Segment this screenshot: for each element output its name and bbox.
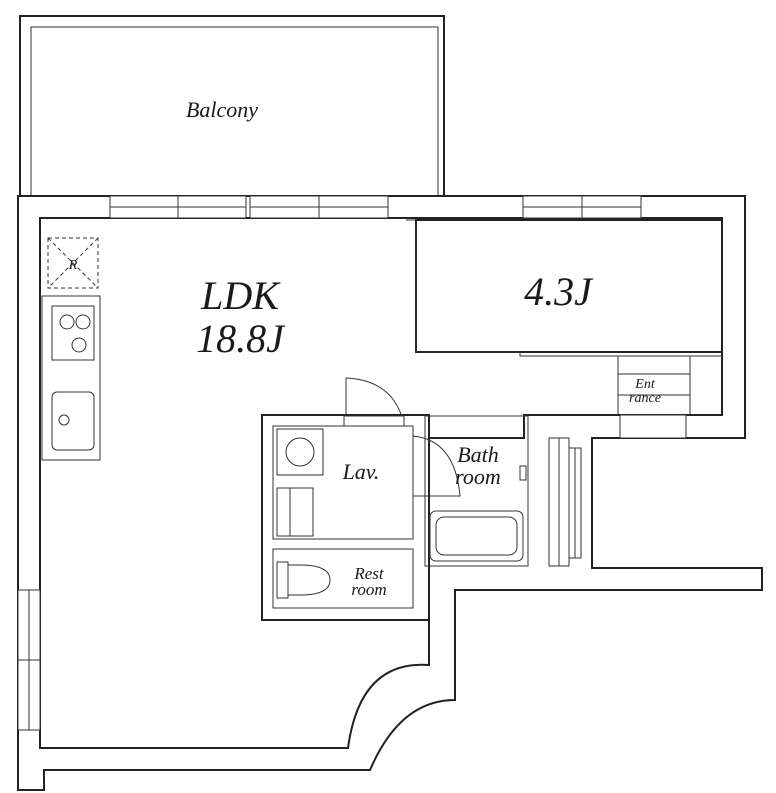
western-room-size-label: 4.3J — [524, 269, 594, 314]
entrance-label-2: rance — [629, 391, 661, 406]
burner-icon — [75, 314, 91, 330]
entrance-label-1: Ent — [634, 377, 656, 392]
wet-area — [261, 377, 529, 621]
balcony-label: Balcony — [186, 97, 258, 122]
burner-icon — [59, 314, 75, 330]
outer-wall — [17, 195, 763, 791]
inner-wall-outline — [39, 217, 723, 749]
ldk-west-window — [17, 589, 41, 731]
counter-top — [41, 295, 101, 461]
bath-room — [424, 415, 529, 567]
western-room — [406, 219, 723, 357]
burner-icon — [71, 337, 87, 353]
bathtub — [429, 510, 524, 562]
sink-drain-icon — [58, 414, 70, 426]
refrigerator-space — [47, 237, 99, 289]
kitchen-counter — [41, 295, 101, 461]
stove — [51, 305, 95, 361]
ldk-size-label: 18.8J — [196, 316, 286, 361]
lavatory-room — [272, 425, 414, 540]
outer-wall-outline — [17, 195, 763, 791]
washing-machine — [276, 428, 324, 476]
bath-label-1: Bath — [457, 442, 499, 467]
entrance-step — [619, 414, 687, 439]
shower-icon — [519, 465, 527, 481]
refrigerator-label: R — [68, 258, 78, 273]
rest-room — [272, 548, 414, 609]
toilet — [287, 564, 331, 596]
kitchen-sink — [51, 391, 95, 451]
vanity — [276, 487, 314, 537]
entrance-area — [617, 356, 691, 439]
front-door — [548, 437, 582, 567]
bath-door — [412, 435, 461, 497]
lavatory-label: Lav. — [342, 459, 380, 484]
rest-room-label-2: room — [351, 580, 386, 599]
lavatory-door — [345, 377, 403, 418]
balcony-windows — [109, 195, 642, 219]
ldk-label: LDK — [200, 273, 281, 318]
rest-room-label-1: Rest — [353, 564, 385, 583]
bath-label-2: room — [455, 464, 501, 489]
